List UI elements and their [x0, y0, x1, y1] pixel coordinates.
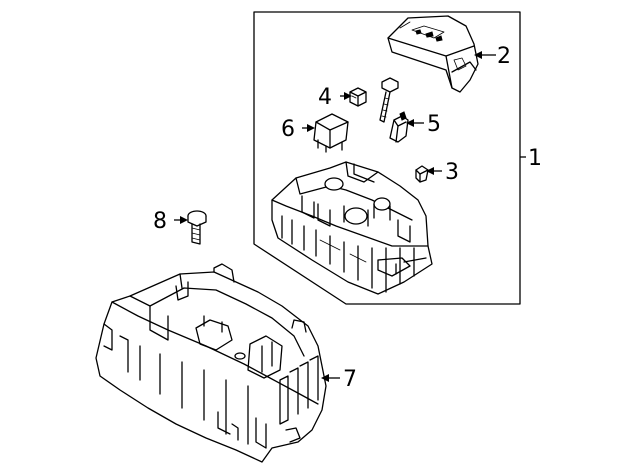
relay-part[interactable]	[313, 113, 349, 153]
cover-part[interactable]	[387, 15, 479, 93]
callout-8: 8	[153, 209, 167, 234]
callout-4: 4	[318, 85, 332, 110]
callout-labels: 2 4 5 6 1 3 8 7	[153, 44, 542, 392]
assembly-bracket-frame	[253, 11, 526, 305]
bolt-part-8[interactable]	[187, 210, 207, 245]
callout-2: 2	[497, 44, 511, 69]
fuse-part-4[interactable]	[349, 87, 367, 107]
callout-1: 1	[528, 146, 542, 171]
callout-5: 5	[427, 112, 441, 137]
leader-lines	[174, 51, 496, 382]
callout-7: 7	[343, 367, 357, 392]
fuse-part-5[interactable]	[389, 111, 409, 143]
assembly-bolt[interactable]	[379, 77, 399, 123]
callout-3: 3	[445, 160, 459, 185]
fuse-part-3[interactable]	[415, 165, 429, 183]
callout-6: 6	[281, 117, 295, 142]
fuse-block-body[interactable]	[271, 161, 433, 295]
bracket-tray-part[interactable]	[95, 263, 327, 463]
